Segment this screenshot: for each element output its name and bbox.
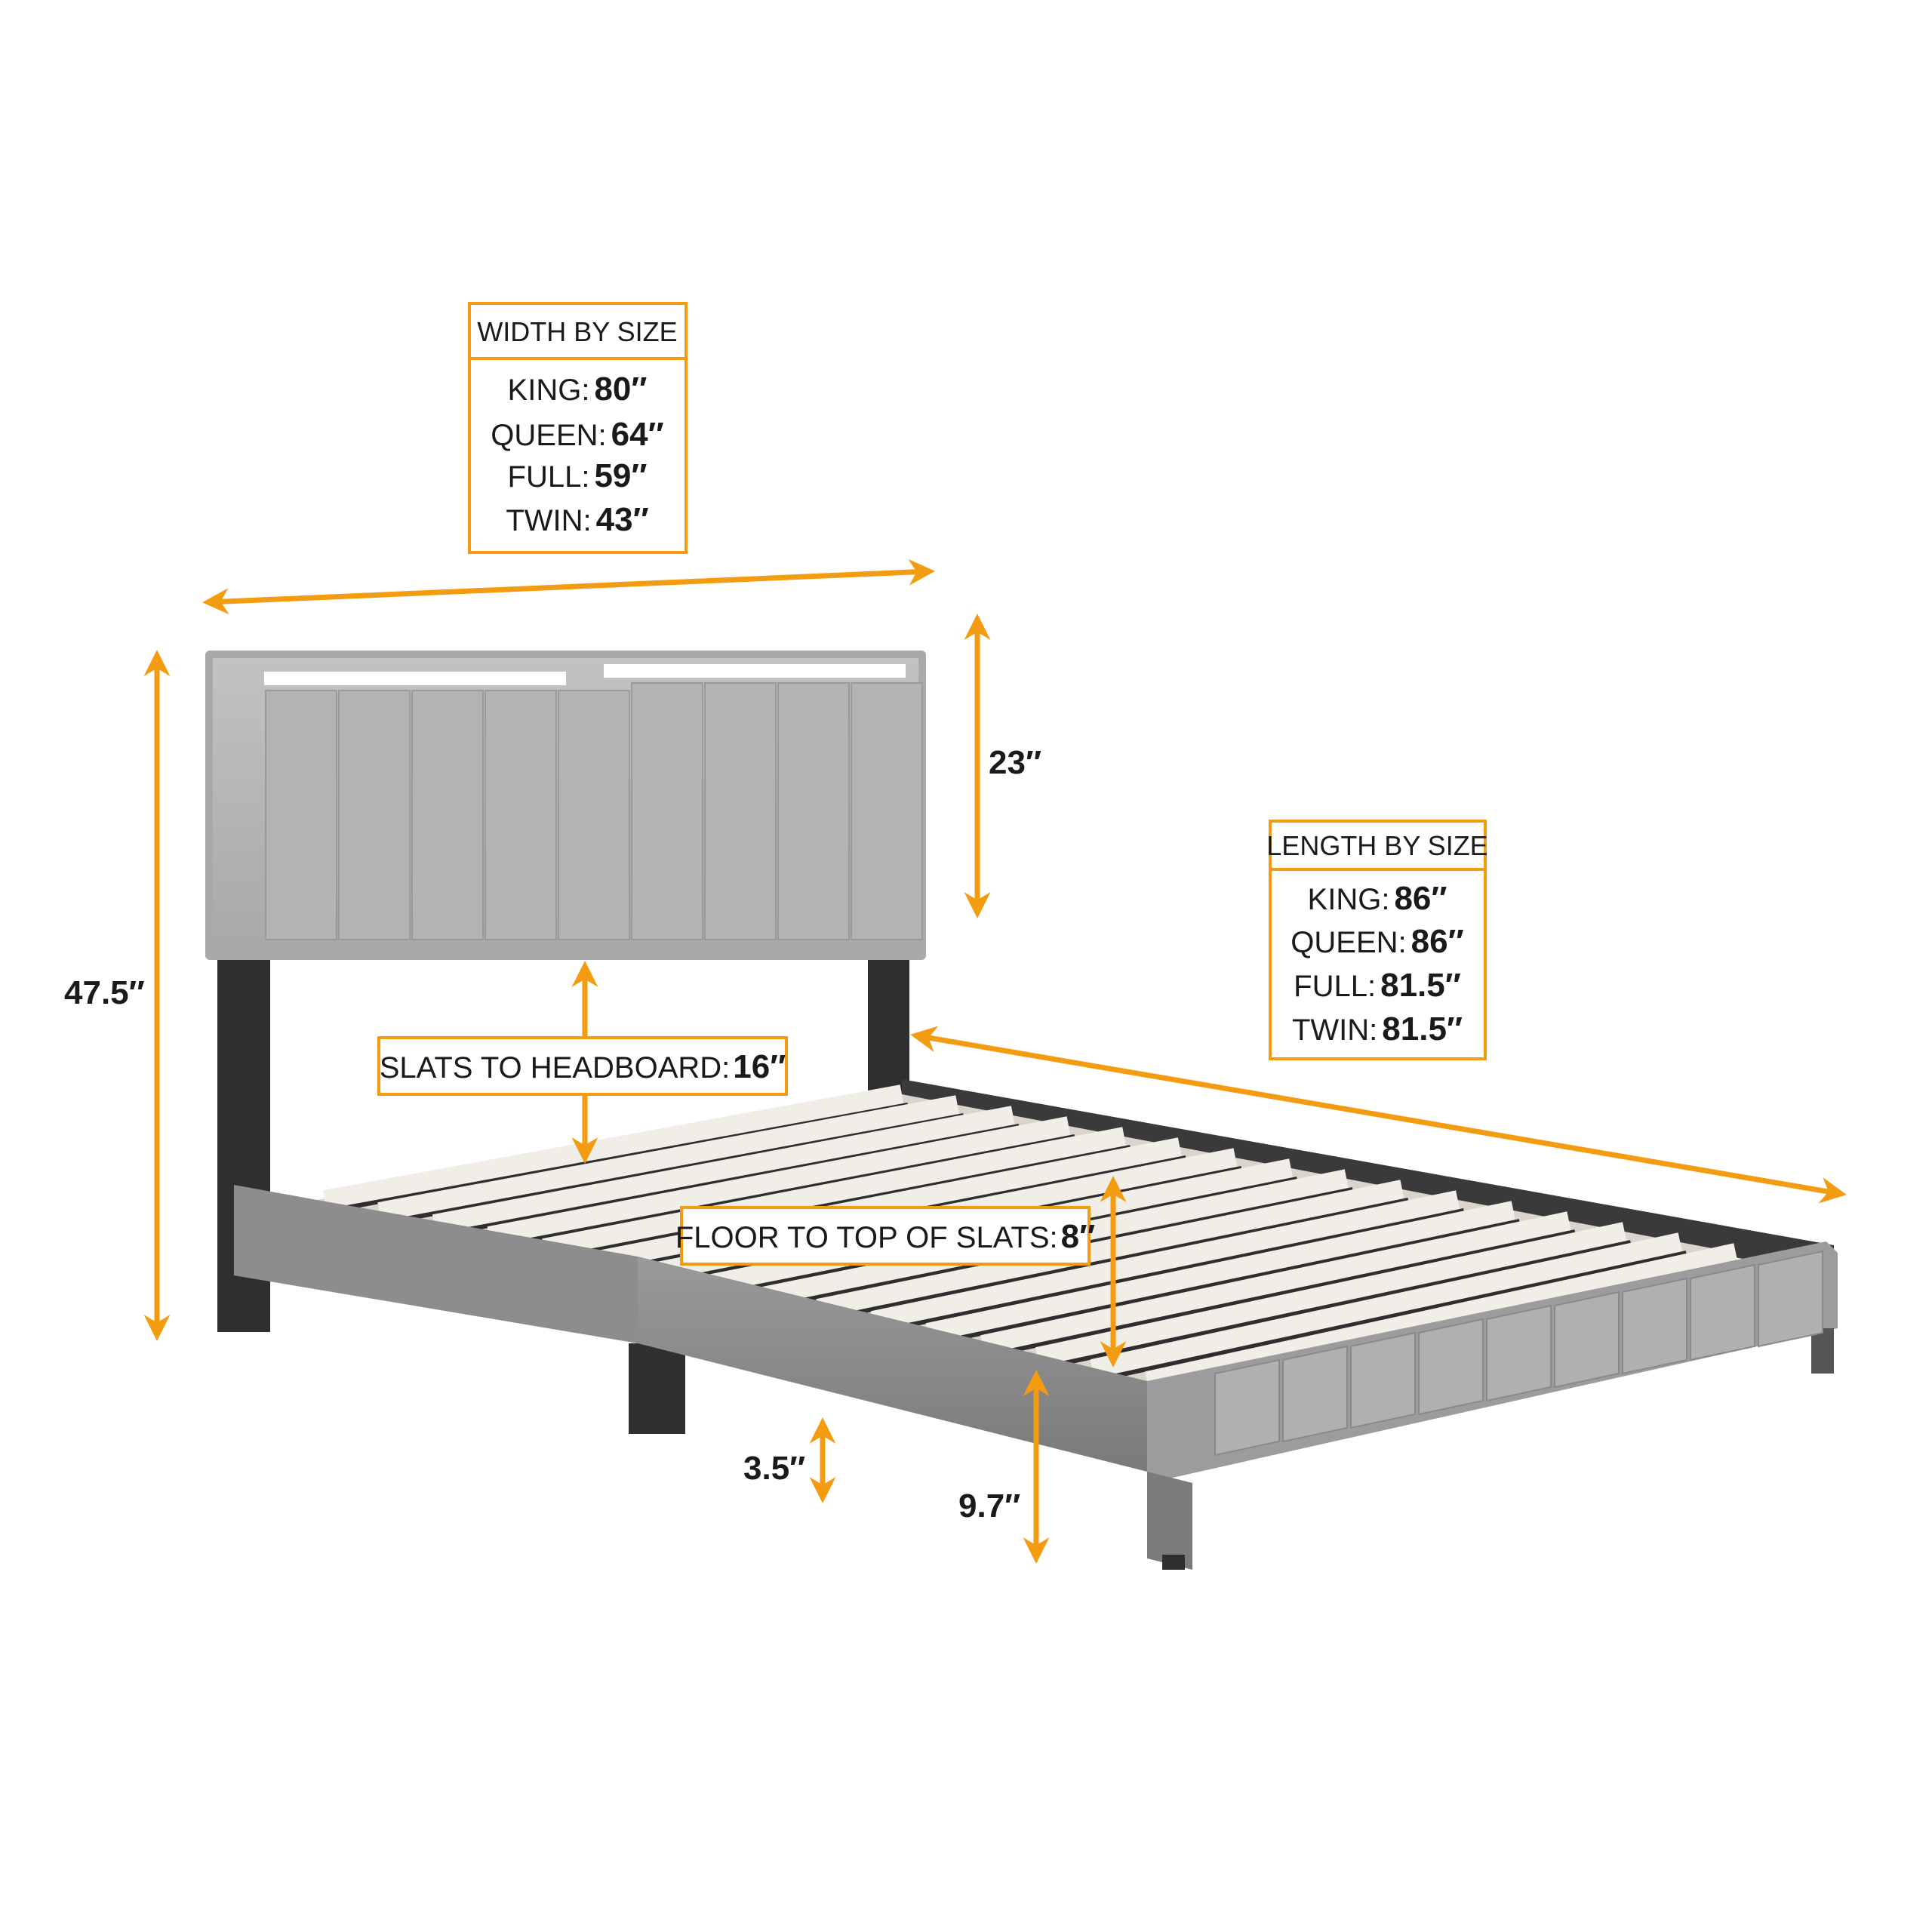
length-by-size-box: LENGTH BY SIZE KING:86″ QUEEN:86″ FULL:8… bbox=[1266, 820, 1488, 1060]
svg-text:SLATS TO HEADBOARD:16″: SLATS TO HEADBOARD:16″ bbox=[380, 1048, 786, 1085]
length-row: KING:86″ bbox=[1308, 880, 1447, 917]
footboard-panel bbox=[1758, 1250, 1823, 1348]
headboard-height-label: 23″ bbox=[989, 744, 1041, 781]
slat bbox=[871, 1190, 1460, 1331]
headboard-panel bbox=[631, 682, 703, 940]
slat-gap bbox=[933, 1219, 1520, 1346]
headboard-panel bbox=[265, 690, 337, 940]
headboard bbox=[205, 651, 926, 960]
bed-illustration bbox=[205, 651, 1838, 1570]
slat bbox=[377, 1095, 960, 1222]
slat bbox=[1035, 1222, 1627, 1367]
length-row: TWIN:81.5″ bbox=[1292, 1011, 1463, 1048]
left-side-rail bbox=[234, 1185, 638, 1343]
length-arrow bbox=[910, 1026, 1847, 1204]
footboard-leg-left bbox=[1147, 1472, 1192, 1570]
front-left-rail bbox=[638, 1257, 1147, 1472]
headboard-slot-right bbox=[604, 664, 906, 678]
headboard-panel bbox=[338, 690, 411, 940]
slat bbox=[1090, 1232, 1683, 1379]
footboard-panel bbox=[1350, 1331, 1416, 1429]
footboard-panel bbox=[1214, 1358, 1280, 1457]
slats-to-headboard-callout: SLATS TO HEADBOARD:16″ bbox=[377, 1036, 788, 1096]
slat-gap bbox=[1097, 1251, 1687, 1382]
headboard-slot-left bbox=[264, 672, 566, 685]
footboard-panel bbox=[1554, 1291, 1620, 1389]
width-row: QUEEN:64″ bbox=[491, 416, 663, 453]
slat bbox=[322, 1084, 904, 1210]
slat-gap bbox=[988, 1229, 1576, 1358]
headboard-panels bbox=[265, 682, 923, 940]
floor-to-slats-value: 8″ bbox=[1061, 1218, 1096, 1255]
rail-height-label: 9.7″ bbox=[958, 1487, 1020, 1524]
headboard-panel bbox=[777, 682, 850, 940]
floor-to-slats-label: FLOOR TO TOP OF SLATS: bbox=[675, 1221, 1058, 1254]
footboard-panel bbox=[1486, 1304, 1552, 1402]
footboard-panel bbox=[1622, 1277, 1687, 1375]
slat bbox=[1145, 1243, 1738, 1391]
headboard-panel bbox=[485, 690, 557, 940]
slat bbox=[980, 1211, 1571, 1355]
length-box-title: LENGTH BY SIZE bbox=[1266, 830, 1487, 861]
width-arrow bbox=[202, 558, 935, 615]
headboard-panel bbox=[851, 682, 923, 940]
length-row: QUEEN:86″ bbox=[1291, 923, 1463, 960]
headboard-panel bbox=[704, 682, 777, 940]
footboard-panel bbox=[1690, 1263, 1755, 1361]
floor-to-slats-callout: FLOOR TO TOP OF SLATS:8″ bbox=[675, 1206, 1095, 1266]
width-box-title: WIDTH BY SIZE bbox=[477, 316, 677, 347]
front-left-leg bbox=[629, 1343, 685, 1434]
width-by-size-box: WIDTH BY SIZE KING:80″ QUEEN:64″ FULL:59… bbox=[468, 302, 688, 554]
footboard-panel bbox=[1418, 1318, 1484, 1416]
leg-height-label: 3.5″ bbox=[743, 1450, 805, 1487]
width-row: TWIN:43″ bbox=[506, 501, 648, 538]
length-row: FULL:81.5″ bbox=[1294, 967, 1461, 1004]
footboard-panel bbox=[1282, 1345, 1348, 1443]
footboard-leg-right bbox=[1811, 1328, 1834, 1374]
width-row: KING:80″ bbox=[508, 371, 648, 408]
slat-gap bbox=[1043, 1240, 1632, 1370]
dimension-arrows bbox=[143, 558, 1847, 1564]
front-foot bbox=[1162, 1555, 1185, 1570]
slats-to-headboard-value: 16″ bbox=[733, 1048, 786, 1085]
footboard-panels bbox=[1214, 1250, 1823, 1457]
width-row: FULL:59″ bbox=[508, 457, 648, 494]
total-height-label: 47.5″ bbox=[64, 974, 145, 1011]
slats-to-headboard-label: SLATS TO HEADBOARD: bbox=[380, 1051, 731, 1084]
slat-gap bbox=[878, 1208, 1465, 1334]
headboard-panel bbox=[558, 690, 630, 940]
svg-text:FLOOR TO TOP OF SLATS:8″: FLOOR TO TOP OF SLATS:8″ bbox=[675, 1218, 1095, 1255]
headboard-panel bbox=[411, 690, 484, 940]
slat bbox=[925, 1201, 1515, 1343]
